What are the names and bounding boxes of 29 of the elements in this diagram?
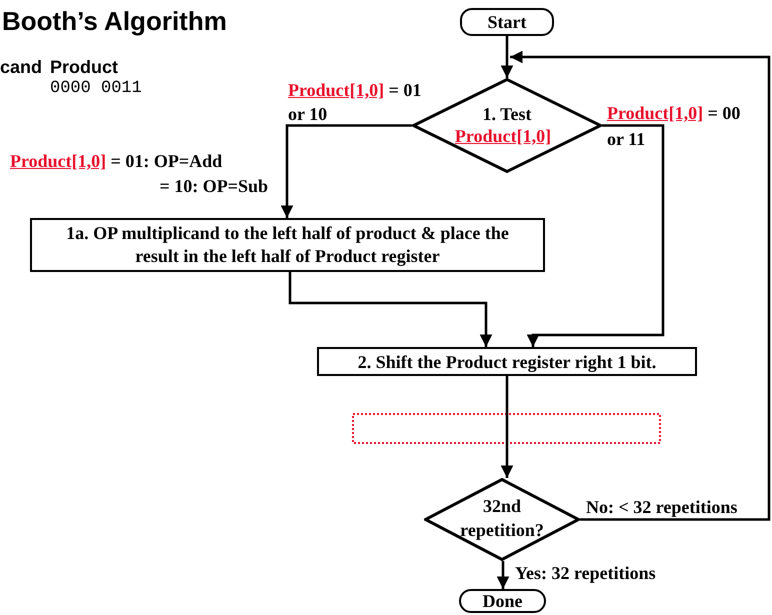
arrow [526, 124, 664, 347]
column-heading: cand [0, 56, 42, 78]
annotation-text: = 10: OP=Sub [158, 175, 268, 197]
terminal-box [460, 8, 554, 36]
node-text: 1. Test [482, 102, 532, 124]
node-text: 32nd repetition? [459, 494, 545, 542]
node-text: Start [488, 11, 526, 33]
title: Booth’s Algorithm [2, 6, 227, 36]
arrow [500, 376, 514, 478]
node-text: Product[1,0] [454, 124, 552, 146]
edge-label: Yes: 32 repetitions [515, 562, 656, 584]
edge-label: Product[1,0] = 01 or 10 [288, 79, 422, 126]
column-heading: Product [50, 56, 118, 78]
process-box [30, 218, 545, 272]
decision-diamond [424, 478, 580, 561]
node-text: 1a. OP multiplicand to the left half of product & place the result in the left half of Product register [65, 222, 510, 268]
arrow [510, 50, 770, 521]
process-box [317, 347, 697, 376]
arrow [500, 36, 514, 78]
arrow [280, 124, 412, 218]
annotation-text: Product[1,0] = 01: OP=Add [10, 150, 222, 172]
terminal-box [459, 589, 546, 613]
node-text: 2. Shift the Product register right 1 bit. [358, 350, 656, 372]
edge-label: No: < 32 repetitions [586, 496, 738, 518]
node-text: Done [482, 590, 522, 612]
arrow [288, 272, 492, 347]
arrow [496, 561, 510, 589]
binary-value: 0000 0011 [50, 78, 142, 100]
edge-label: Product[1,0] = 00 or 11 [607, 102, 742, 151]
